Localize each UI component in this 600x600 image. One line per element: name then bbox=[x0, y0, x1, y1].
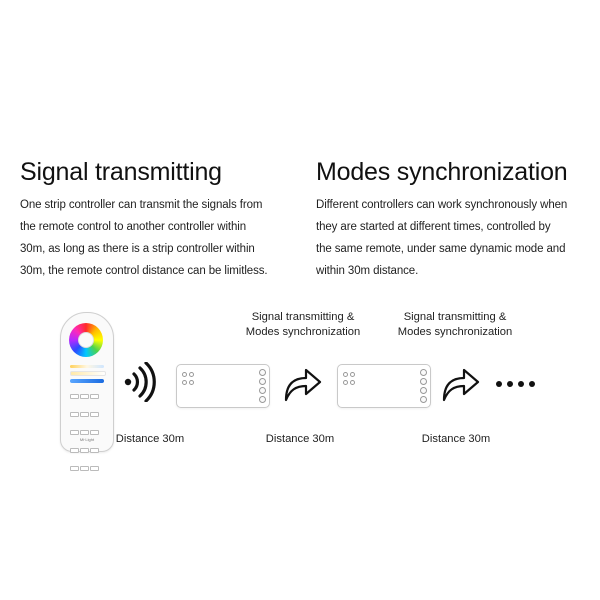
description-line: the remote control to another controller… bbox=[20, 221, 247, 233]
description-line: the same remote, under same dynamic mode… bbox=[316, 243, 566, 255]
description-line: within 30m distance. bbox=[316, 265, 419, 277]
curved-arrow-icon bbox=[284, 368, 322, 402]
modes-synchronization-section: Modes synchronization Different controll… bbox=[316, 156, 598, 282]
distance-label: Distance 30m bbox=[115, 433, 185, 445]
description-line: Different controllers can work synchrono… bbox=[316, 199, 568, 211]
section-description: Different controllers can work synchrono… bbox=[316, 194, 598, 282]
description-line: they are started at different times, con… bbox=[316, 221, 551, 233]
curved-arrow-icon bbox=[442, 368, 480, 402]
signal-transmitting-section: Signal transmitting One strip controller… bbox=[20, 156, 302, 282]
description-line: 30m, the remote control distance can be … bbox=[20, 265, 268, 277]
color-wheel-icon bbox=[69, 323, 103, 357]
section-description: One strip controller can transmit the si… bbox=[20, 194, 302, 282]
strip-controller-image bbox=[337, 364, 431, 408]
section-title: Signal transmitting bbox=[20, 158, 222, 186]
description-line: One strip controller can transmit the si… bbox=[20, 199, 263, 211]
step-label: Signal transmitting & Modes synchronizat… bbox=[245, 311, 361, 338]
step-label: Signal transmitting & Modes synchronizat… bbox=[397, 311, 513, 338]
remote-brand-logo: Mi·Light bbox=[79, 437, 95, 442]
wireless-signal-icon bbox=[124, 362, 156, 402]
distance-label: Distance 30m bbox=[265, 433, 335, 445]
strip-controller-image bbox=[176, 364, 270, 408]
section-title: Modes synchronization bbox=[316, 158, 568, 186]
distance-label: Distance 30m bbox=[421, 433, 491, 445]
remote-control-image: Mi·Light bbox=[60, 312, 114, 471]
description-line: 30m, as long as there is a strip control… bbox=[20, 243, 255, 255]
ellipsis-dots-icon bbox=[496, 374, 540, 392]
